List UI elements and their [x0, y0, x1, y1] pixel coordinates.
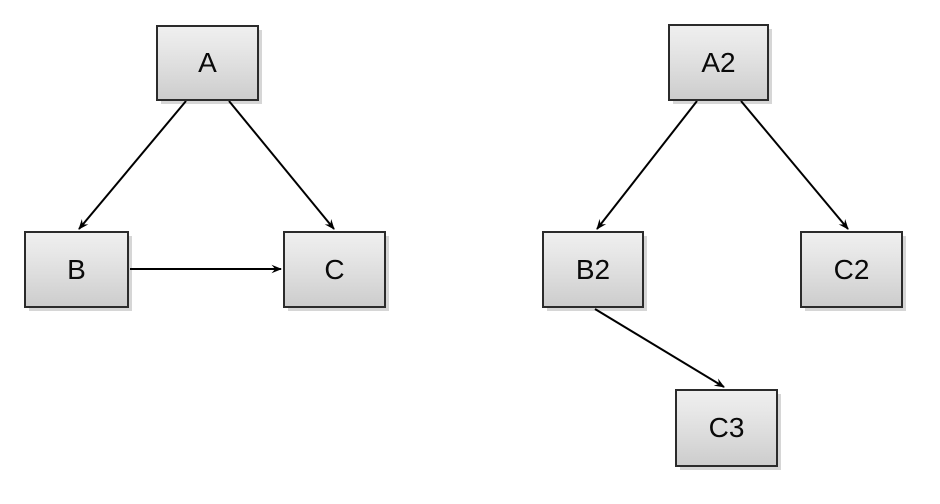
node-c-label: C — [324, 253, 345, 285]
node-c3-label: C3 — [708, 412, 745, 443]
node-b[interactable]: B — [24, 231, 129, 308]
node-c2-label: C2 — [833, 253, 870, 285]
node-c[interactable]: C — [283, 231, 386, 308]
node-a2[interactable]: A2 — [668, 24, 769, 101]
edge-b2-to-c3 — [594, 308, 725, 388]
node-a-label: A — [198, 47, 217, 78]
node-c2[interactable]: C2 — [800, 231, 903, 308]
node-b2[interactable]: B2 — [542, 231, 644, 308]
edge-a2-to-b2 — [596, 100, 698, 230]
node-a2-label: A2 — [701, 46, 736, 78]
node-a[interactable]: A — [156, 25, 259, 101]
node-c3[interactable]: C3 — [675, 389, 778, 467]
edge-a-to-b — [78, 100, 187, 230]
edge-a-to-c — [228, 100, 335, 230]
node-b2-label: B2 — [575, 253, 611, 285]
edge-a2-to-c2 — [740, 100, 849, 230]
node-b-label: B — [67, 253, 86, 285]
